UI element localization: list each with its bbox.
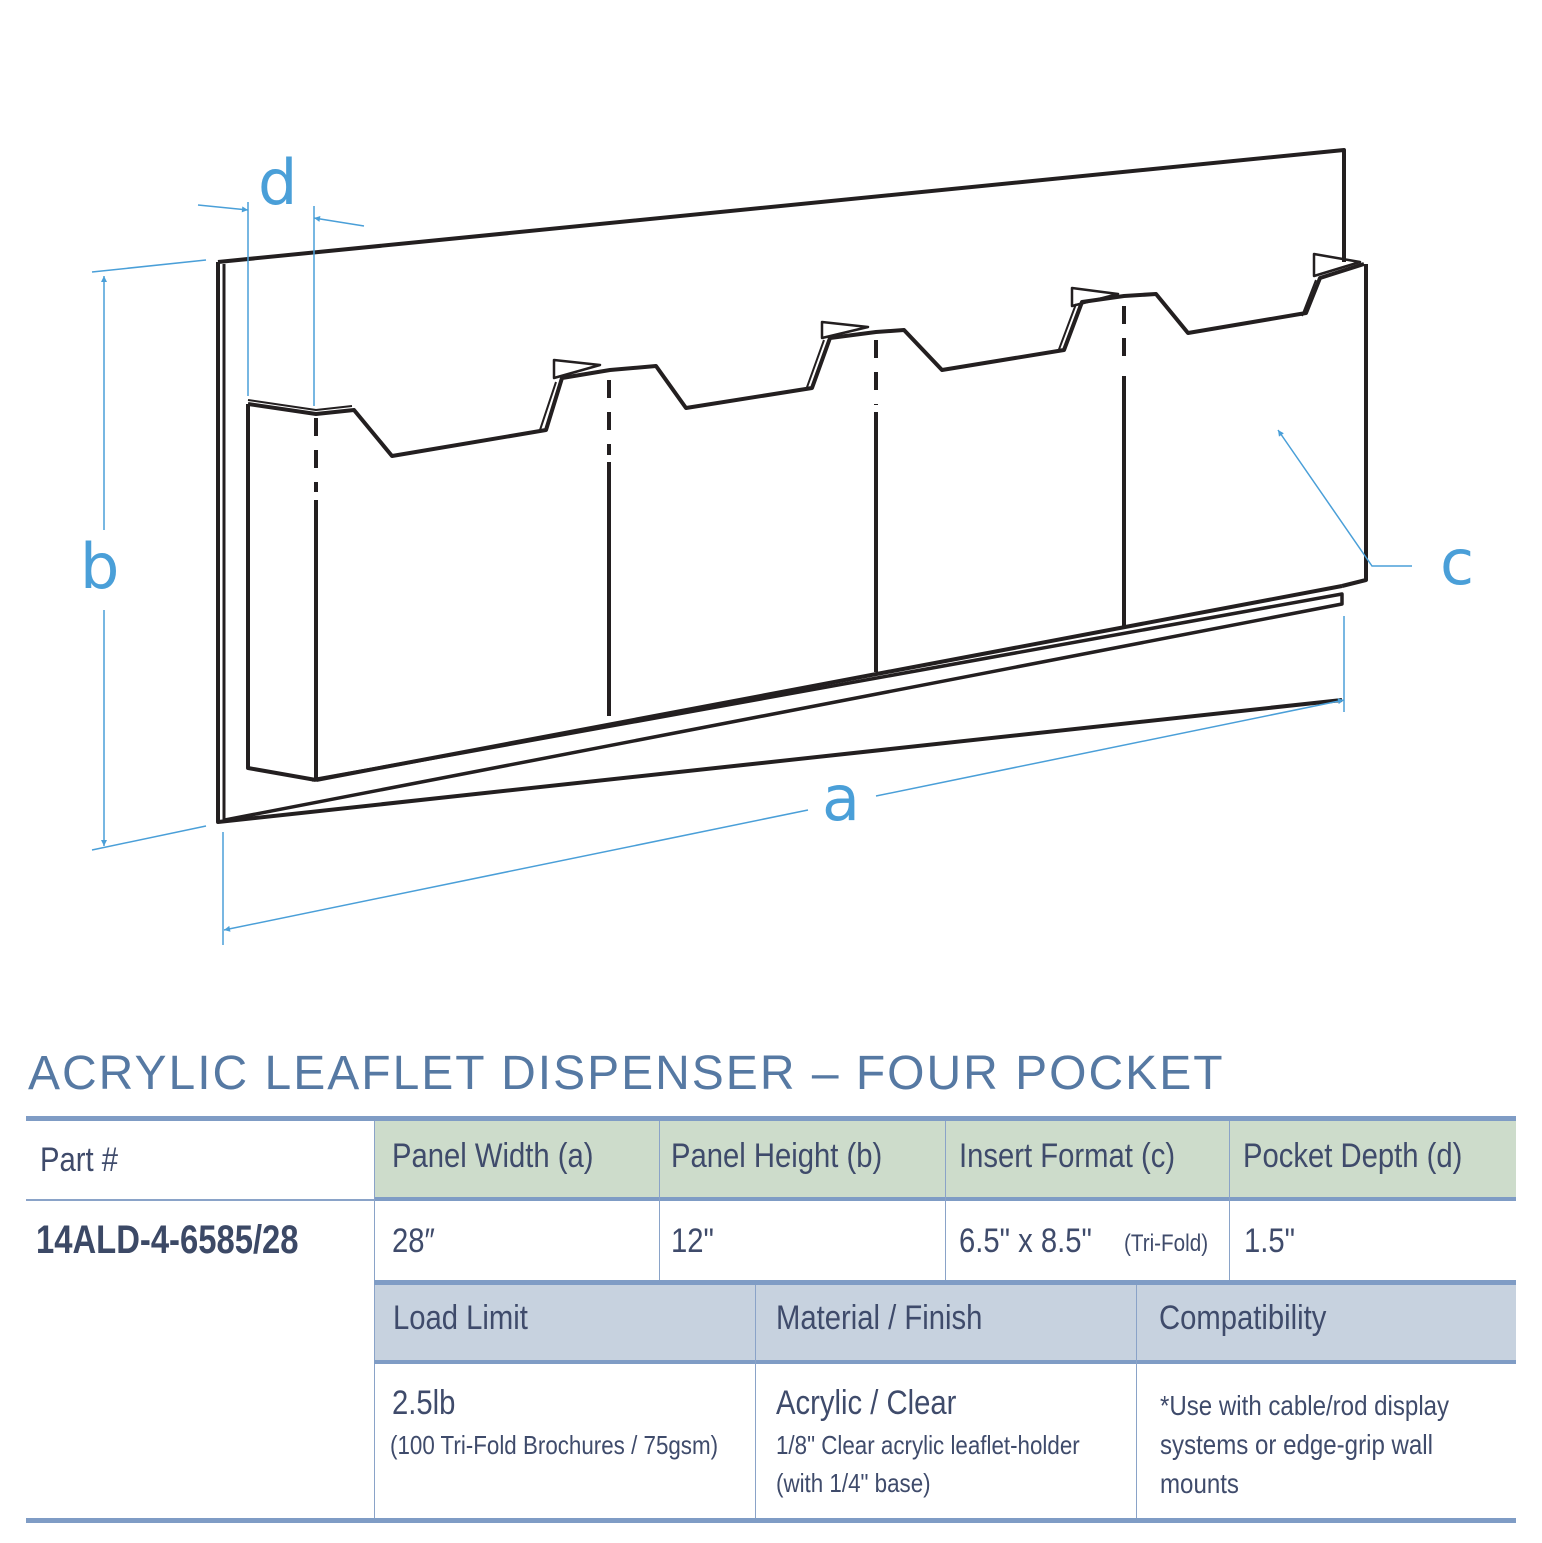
table-bottom-rule bbox=[26, 1518, 1516, 1523]
value-pocket-depth: 1.5" bbox=[1244, 1222, 1296, 1260]
product-title: ACRYLIC LEAFLET DISPENSER – FOUR POCKET bbox=[28, 1047, 1225, 1100]
header-material-label: Material / Finish bbox=[776, 1299, 983, 1337]
header-load-limit: Load Limit bbox=[375, 1285, 755, 1360]
dimension-lines bbox=[91, 202, 1412, 945]
table-top-rule bbox=[26, 1116, 1516, 1121]
header-compatibility: Compatibility bbox=[1136, 1285, 1516, 1360]
col-divider bbox=[1229, 1121, 1230, 1281]
value-panel-height: 12" bbox=[671, 1222, 714, 1260]
value-compatibility-2: systems or edge-grip wall bbox=[1160, 1429, 1434, 1460]
row2-top-rule bbox=[374, 1280, 1516, 1285]
part-number: 14ALD-4-6585/28 bbox=[36, 1218, 299, 1262]
value-panel-width: 28″ bbox=[392, 1222, 435, 1260]
col-divider bbox=[945, 1121, 946, 1281]
row2-header-rule bbox=[374, 1360, 1516, 1364]
value-load-limit: 2.5lb bbox=[392, 1384, 456, 1422]
value-compatibility-1: *Use with cable/rod display bbox=[1160, 1390, 1450, 1421]
value-insert-format-size: 6.5" x 8.5" bbox=[959, 1222, 1092, 1260]
header-compatibility-label: Compatibility bbox=[1159, 1299, 1327, 1337]
pocket-front bbox=[246, 252, 1368, 782]
product-diagram: d b a c bbox=[80, 146, 1474, 945]
header-insert-format-label: Insert Format (c) bbox=[959, 1137, 1176, 1175]
header-panel-width-label: Panel Width (a) bbox=[392, 1137, 594, 1175]
dim-label-c: c bbox=[1440, 526, 1474, 599]
header-panel-height-label: Panel Height (b) bbox=[671, 1137, 883, 1175]
header-load-limit-label: Load Limit bbox=[393, 1299, 528, 1337]
value-load-limit-note: (100 Tri-Fold Brochures / 75gsm) bbox=[390, 1430, 719, 1460]
col-divider bbox=[755, 1285, 756, 1520]
value-compatibility-3: mounts bbox=[1160, 1468, 1239, 1499]
value-material: Acrylic / Clear bbox=[776, 1384, 957, 1422]
col-divider bbox=[1136, 1285, 1137, 1520]
header-pocket-depth-label: Pocket Depth (d) bbox=[1243, 1137, 1463, 1175]
header-panel-height: Panel Height (b) bbox=[659, 1121, 945, 1199]
dimension-labels: d b a c bbox=[80, 146, 1474, 835]
header-pocket-depth: Pocket Depth (d) bbox=[1229, 1121, 1516, 1199]
col-divider bbox=[659, 1121, 660, 1281]
value-insert-format: 6.5" x 8.5" bbox=[959, 1222, 1114, 1261]
header-insert-format: Insert Format (c) bbox=[945, 1121, 1229, 1199]
col-divider bbox=[374, 1121, 375, 1521]
value-material-note-2: (with 1/4" base) bbox=[776, 1468, 931, 1498]
part-header-divider bbox=[26, 1199, 374, 1201]
header-material: Material / Finish bbox=[755, 1285, 1136, 1360]
back-panel bbox=[216, 148, 1346, 824]
header-part: Part # bbox=[26, 1121, 374, 1199]
header-panel-width: Panel Width (a) bbox=[374, 1121, 659, 1199]
value-insert-format-note: (Tri-Fold) bbox=[1124, 1230, 1209, 1257]
header-part-label: Part # bbox=[40, 1141, 119, 1179]
dim-label-b: b bbox=[80, 530, 119, 603]
dim-label-d: d bbox=[258, 146, 297, 219]
dim-label-a: a bbox=[822, 762, 860, 835]
value-material-note-1: 1/8" Clear acrylic leaflet-holder bbox=[776, 1430, 1080, 1460]
